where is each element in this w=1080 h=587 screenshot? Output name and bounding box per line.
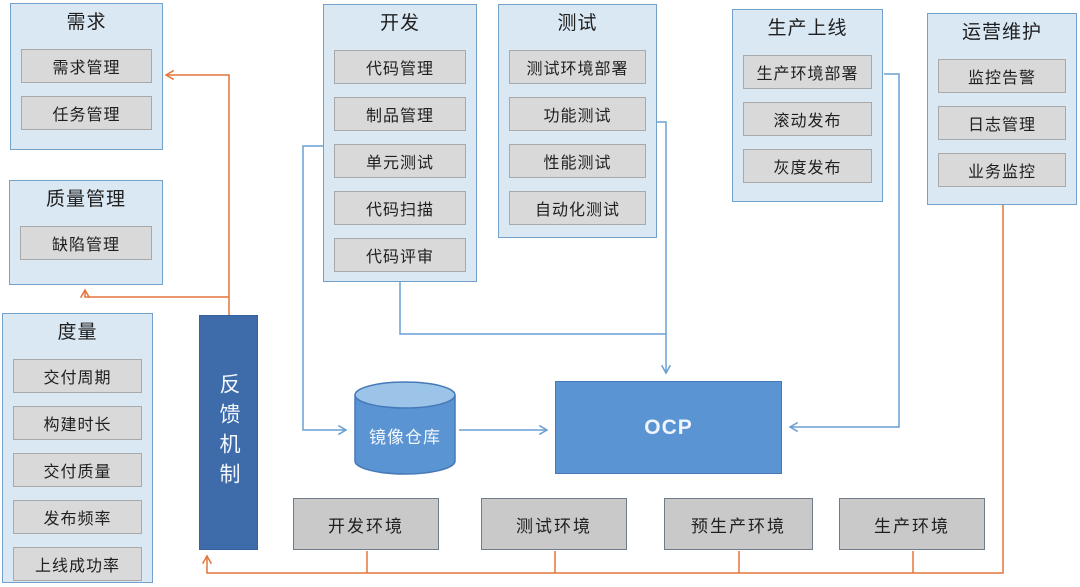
metric-build-duration: 构建时长: [13, 406, 142, 440]
connector-test-to-ocp: [657, 121, 672, 375]
step-requirement-management: 需求管理: [21, 49, 152, 83]
image-registry-cylinder: 镜像仓库: [353, 381, 457, 475]
step-code-review: 代码评审: [334, 238, 466, 272]
environment-test: 测试环境: [481, 498, 627, 550]
group-production: 生产上线 生产环境部署 滚动发布 灰度发布: [732, 9, 883, 202]
step-unit-test: 单元测试: [334, 144, 466, 178]
feedback-mechanism-label: 反馈机制: [217, 372, 241, 493]
step-monitoring-alert: 监控告警: [938, 59, 1066, 93]
step-code-scan: 代码扫描: [334, 191, 466, 225]
group-test: 测试 测试环境部署 功能测试 性能测试 自动化测试: [498, 4, 657, 238]
metric-launch-success-rate: 上线成功率: [13, 547, 142, 581]
group-production-title: 生产上线: [767, 18, 848, 39]
step-defect-management: 缺陷管理: [20, 226, 152, 260]
ocp-platform-node: OCP: [555, 381, 782, 474]
step-artifact-management: 制品管理: [334, 97, 466, 131]
metric-delivery-quality: 交付质量: [13, 453, 142, 487]
step-code-management: 代码管理: [334, 50, 466, 84]
cylinder-shape-icon: [354, 381, 456, 475]
group-dev: 开发 代码管理 制品管理 单元测试 代码扫描 代码评审: [323, 4, 477, 282]
group-requirements-title: 需求: [66, 12, 107, 33]
environment-dev: 开发环境: [293, 498, 439, 550]
step-business-monitoring: 业务监控: [938, 153, 1066, 187]
group-dev-title: 开发: [379, 13, 420, 34]
step-gray-release: 灰度发布: [743, 149, 872, 183]
step-rolling-release: 滚动发布: [743, 102, 872, 136]
image-registry-label: 镜像仓库: [369, 427, 441, 447]
connector-feedback-to-requirements: [164, 69, 230, 315]
step-log-management: 日志管理: [938, 106, 1066, 140]
connector-feedback-to-quality: [79, 288, 229, 299]
step-task-management: 任务管理: [21, 96, 152, 130]
environment-prod: 生产环境: [839, 498, 985, 550]
group-ops: 运营维护 监控告警 日志管理 业务监控: [927, 13, 1077, 205]
connector-dev-to-ocp: [399, 282, 666, 335]
metric-release-frequency: 发布频率: [13, 500, 142, 534]
step-functional-test: 功能测试: [509, 97, 646, 131]
environment-preprod: 预生产环境: [664, 498, 813, 550]
step-prod-env-deploy: 生产环境部署: [743, 55, 872, 89]
step-test-env-deploy: 测试环境部署: [509, 50, 646, 84]
step-performance-test: 性能测试: [509, 144, 646, 178]
step-automated-test: 自动化测试: [509, 191, 646, 225]
group-test-title: 测试: [557, 13, 598, 34]
group-metrics-title: 度量: [57, 322, 98, 343]
feedback-mechanism-bar: 反馈机制: [199, 315, 258, 550]
group-quality-title: 质量管理: [45, 189, 126, 210]
group-metrics: 度量 交付周期 构建时长 交付质量 发布频率 上线成功率: [2, 313, 153, 583]
group-ops-title: 运营维护: [961, 22, 1042, 43]
group-requirements: 需求 需求管理 任务管理: [10, 3, 163, 150]
metric-delivery-cycle: 交付周期: [13, 359, 142, 393]
ocp-label: OCP: [644, 415, 693, 439]
group-quality: 质量管理 缺陷管理: [9, 180, 163, 285]
